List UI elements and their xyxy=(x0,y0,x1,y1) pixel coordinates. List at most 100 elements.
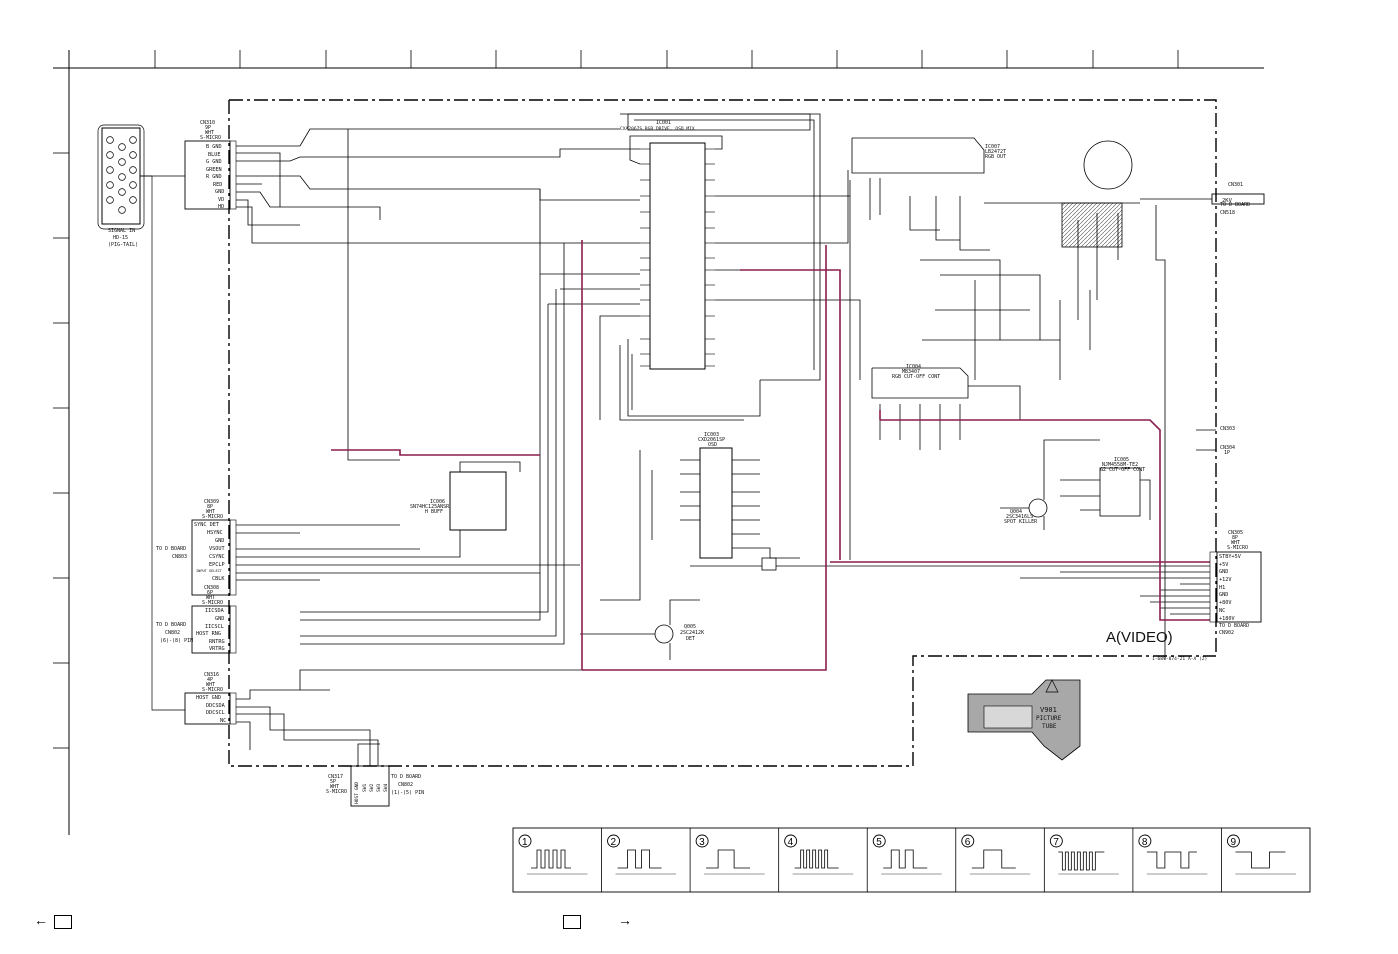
cn308-pin-label: VRTRG xyxy=(209,646,225,652)
ic003-part: CXD2061SP xyxy=(698,437,725,443)
ic004-part: MB3407 xyxy=(902,369,920,375)
cn309-pin-label: VSOUT xyxy=(209,546,225,552)
cn305-kind: S-MICRO xyxy=(1227,545,1248,551)
picture-tube: V901 PICTURE TUBE xyxy=(967,679,1081,761)
signal-in-label: SIGNAL IN xyxy=(108,228,135,234)
cn305-pin-label: GND xyxy=(1219,592,1228,598)
cn316-ref: CN316 xyxy=(204,672,219,678)
cn301-cn: CN518 xyxy=(1220,210,1235,216)
cn301-to: TO D BOARD xyxy=(1220,202,1250,208)
cn305-type: WHT xyxy=(1231,540,1240,546)
to-d-board-label: TO D BOARD xyxy=(391,774,421,780)
cn316-pin-label: DDCSCL xyxy=(206,710,225,716)
ic003-ref: IC003 xyxy=(704,432,719,438)
waveform-number-circle xyxy=(1049,834,1063,848)
q004-ref: Q004 xyxy=(1010,509,1022,515)
cn309-pin-label: EPCLP xyxy=(209,562,225,568)
waveform-cell: 3 xyxy=(689,828,765,892)
cn310-kind: S-MICRO xyxy=(200,135,221,141)
waveform-number-circle xyxy=(518,834,532,848)
cn309-pin-label: CSYNC xyxy=(209,554,225,560)
cn309-ref: CN309 xyxy=(204,499,219,505)
cn308-pin-label: IICSDA xyxy=(205,608,225,614)
cn308-pins: 6P xyxy=(207,590,213,596)
waveform-trace xyxy=(1058,851,1105,871)
cn309-kind: S-MICRO xyxy=(202,514,223,520)
cn305-pin-label: STBY+5V xyxy=(1219,554,1241,560)
waveform-cell: 9 xyxy=(1221,828,1296,892)
board-outline xyxy=(228,99,1217,767)
next-page-box[interactable] xyxy=(563,915,581,929)
cn317-connector: CN317 5P WHT S-MICRO HOST GND SW1 SW2 SW… xyxy=(326,765,424,807)
cn308-pin-label: GND xyxy=(215,616,224,622)
waveform-number-circle xyxy=(872,834,886,848)
cn305-pin-label: H1 xyxy=(1219,585,1225,591)
cn305-ref: CN305 xyxy=(1228,530,1243,536)
waveform-cell: 1 xyxy=(518,834,588,875)
waveform-number: 3 xyxy=(699,837,705,848)
cn317-pin-label: HOST GND xyxy=(354,782,360,804)
highlighted-traces xyxy=(331,240,1210,671)
cn310-pin-label: RED xyxy=(213,182,222,188)
cn309-pin-label: HSYNC xyxy=(207,530,223,536)
cn308-connector: CN308 6P WHT S-MICRO IICSDA GND IICSCL H… xyxy=(156,585,237,654)
waveform-number-circle xyxy=(695,834,709,848)
waveform-number: 8 xyxy=(1142,837,1148,848)
q004-part: 2SC3416LS xyxy=(1006,514,1033,520)
component-labels: IC001 CXA2067S RGB DRIVE, OSD MIX IC003 … xyxy=(410,120,1250,642)
cn309-type: WHT xyxy=(206,509,215,515)
cn317-type: WHT xyxy=(330,784,339,790)
cn317-kind: S-MICRO xyxy=(326,789,347,795)
cn309-pin-label: CBLK xyxy=(212,576,225,582)
cn304-pins: 1P xyxy=(1224,450,1230,456)
ic001-part: CXA2067S RGB DRIVE, OSD MIX xyxy=(620,126,695,132)
cn305-pin-label: +80V xyxy=(1219,600,1232,606)
cn310-pin-label: HD xyxy=(218,204,224,210)
waveform-number-circle xyxy=(1226,834,1240,848)
prev-page-box[interactable] xyxy=(54,915,72,929)
cn309-pin-label: SYNC DET xyxy=(194,522,219,528)
waveform-number: 4 xyxy=(788,837,794,848)
cn304-ref: CN304 xyxy=(1220,445,1235,451)
next-page-arrow[interactable]: → xyxy=(618,912,632,928)
signal-in-type: HD-15 xyxy=(113,235,128,241)
tube-ref: V901 xyxy=(1040,706,1057,714)
cn305-pin-label: +5V xyxy=(1219,562,1228,568)
cn316-pin-label: DDCSDA xyxy=(206,703,226,709)
waveform-number: 2 xyxy=(611,837,617,848)
cn301-pin-label: 2KV xyxy=(1222,198,1233,204)
cn308-ref: CN308 xyxy=(204,585,219,591)
waveform-number: 1 xyxy=(522,837,528,848)
q005-part: 2SC2412K xyxy=(680,630,704,636)
cn310-pin-label: VD xyxy=(218,197,224,203)
waveform-number-circle xyxy=(1138,834,1152,848)
hd15-connector: SIGNAL IN HD-15 (PIG-TAIL) xyxy=(97,124,185,711)
ic005-ref: IC005 xyxy=(1114,457,1129,463)
cn301-connector: 2KV xyxy=(1211,193,1265,205)
cn308-type: WHT xyxy=(206,595,215,601)
cn308-pin-label: IICSCL xyxy=(205,624,224,630)
to-d-board-pin: (6)-(8) PIN xyxy=(160,638,193,644)
waveform-number: 7 xyxy=(1053,837,1059,848)
prev-page-arrow[interactable]: ← xyxy=(34,912,48,928)
ic007-ref: IC007 xyxy=(985,144,1000,150)
cn309-pin-label: GND xyxy=(215,538,224,544)
cn310-connector: CN310 9P WHT S-MICRO B GND BLUE G GND GR… xyxy=(184,120,237,210)
q005-sub: DET xyxy=(686,636,695,642)
cn310-pin-label: B GND xyxy=(206,144,222,150)
to-d-board-pin: (1)-(5) PIN xyxy=(391,790,424,796)
cn305-pin-label: +12V xyxy=(1219,577,1232,583)
ic006-ref: IC006 xyxy=(430,499,445,505)
to-d-board-label: TO D BOARD xyxy=(156,546,186,552)
cn309-pins: 8P xyxy=(207,504,213,510)
cn303-ref: CN303 xyxy=(1220,426,1235,432)
ic001-ref: IC001 xyxy=(656,120,671,126)
waveform-number: 5 xyxy=(876,837,882,848)
ic007-sub: RGB OUT xyxy=(985,154,1006,160)
cn310-pin-label: R GND xyxy=(206,174,222,180)
tube-label-1: PICTURE xyxy=(1036,715,1062,722)
cn308-pin-label: HOST RNG xyxy=(196,631,221,637)
to-d-board-cn: CN802 xyxy=(165,630,180,636)
cn317-pin-label: SW4 xyxy=(383,783,389,792)
zone-grid xyxy=(53,50,1264,835)
